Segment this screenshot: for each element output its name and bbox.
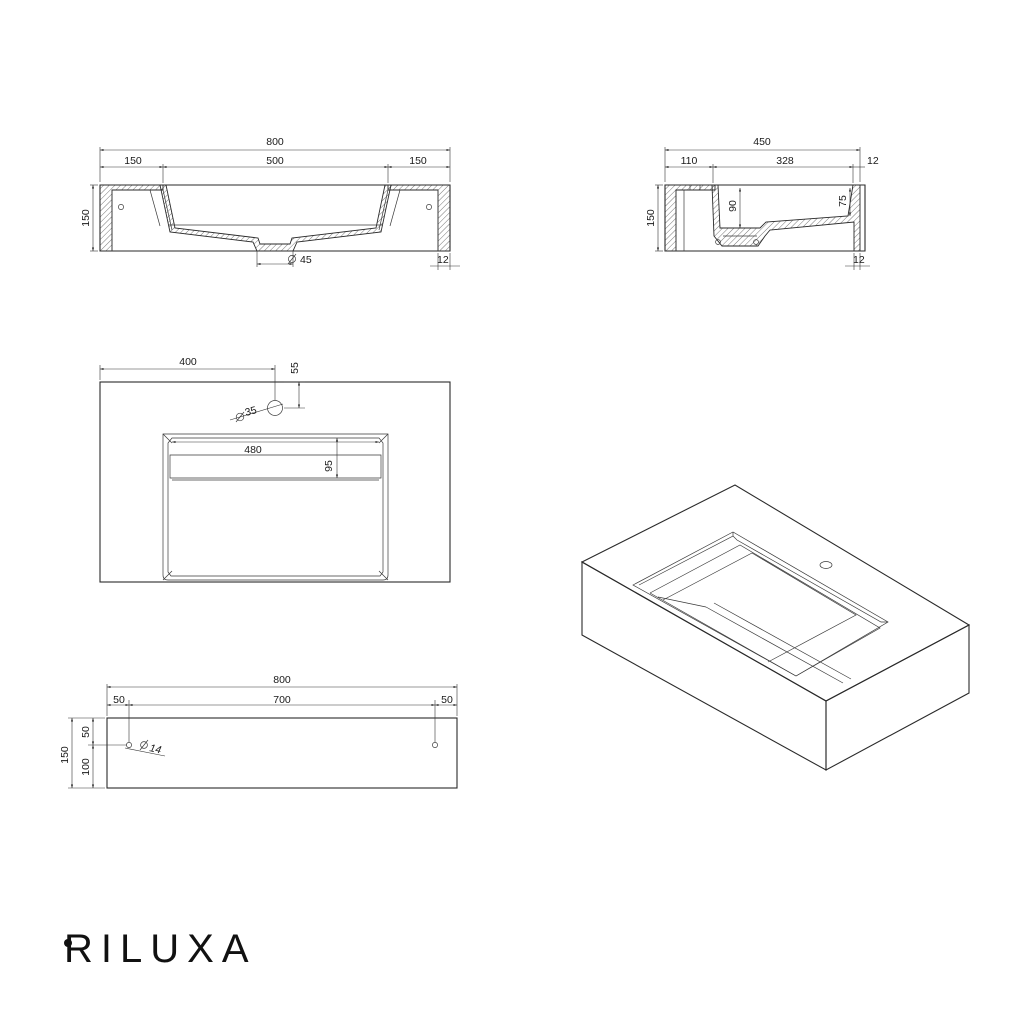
brand-logo: RILUXA [64,927,257,971]
back-upper-height: 50 [80,726,92,738]
front-drain-diameter: 45 [300,254,312,266]
side-section-view: 450 110 328 12 150 90 75 12 [645,136,879,270]
back-lower-height: 100 [80,758,92,776]
side-basin-depth: 328 [776,155,794,167]
brand-dot-icon [64,939,72,947]
back-height: 150 [59,746,71,764]
front-left-ledge: 150 [124,155,142,167]
back-overall-width: 800 [273,674,291,686]
brand-name: RILUXA [64,927,257,971]
back-left-offset: 50 [113,694,125,706]
back-view: 800 50 700 50 150 50 100 14 [59,674,458,789]
front-height: 150 [80,209,92,227]
side-front-wall: 12 [867,155,879,167]
top-tap-setback: 55 [289,362,301,374]
isometric-view [580,484,971,771]
top-basin-inner-width: 480 [244,444,262,456]
side-back-ledge: 110 [681,155,698,167]
side-overall-depth: 450 [753,136,771,148]
front-overall-width: 800 [266,136,284,148]
front-wall-thickness: 12 [437,254,449,266]
top-view: 400 55 35 480 95 [99,356,451,583]
side-bottom-wall: 12 [853,254,865,266]
front-basin-width: 500 [266,155,284,167]
front-section-view: 800 150 500 150 150 45 12 [80,136,460,270]
side-basin-inner-height: 90 [727,200,739,212]
back-mount-hole-diameter: 14 [148,742,162,756]
front-right-ledge: 150 [409,155,427,167]
top-slot-depth: 95 [323,460,335,472]
side-height: 150 [645,209,657,227]
side-front-inner-height: 75 [837,195,849,207]
top-tap-offset: 400 [179,356,197,368]
back-right-offset: 50 [441,694,453,706]
back-hole-spacing: 700 [273,694,291,706]
top-tap-diameter: 35 [244,404,259,419]
